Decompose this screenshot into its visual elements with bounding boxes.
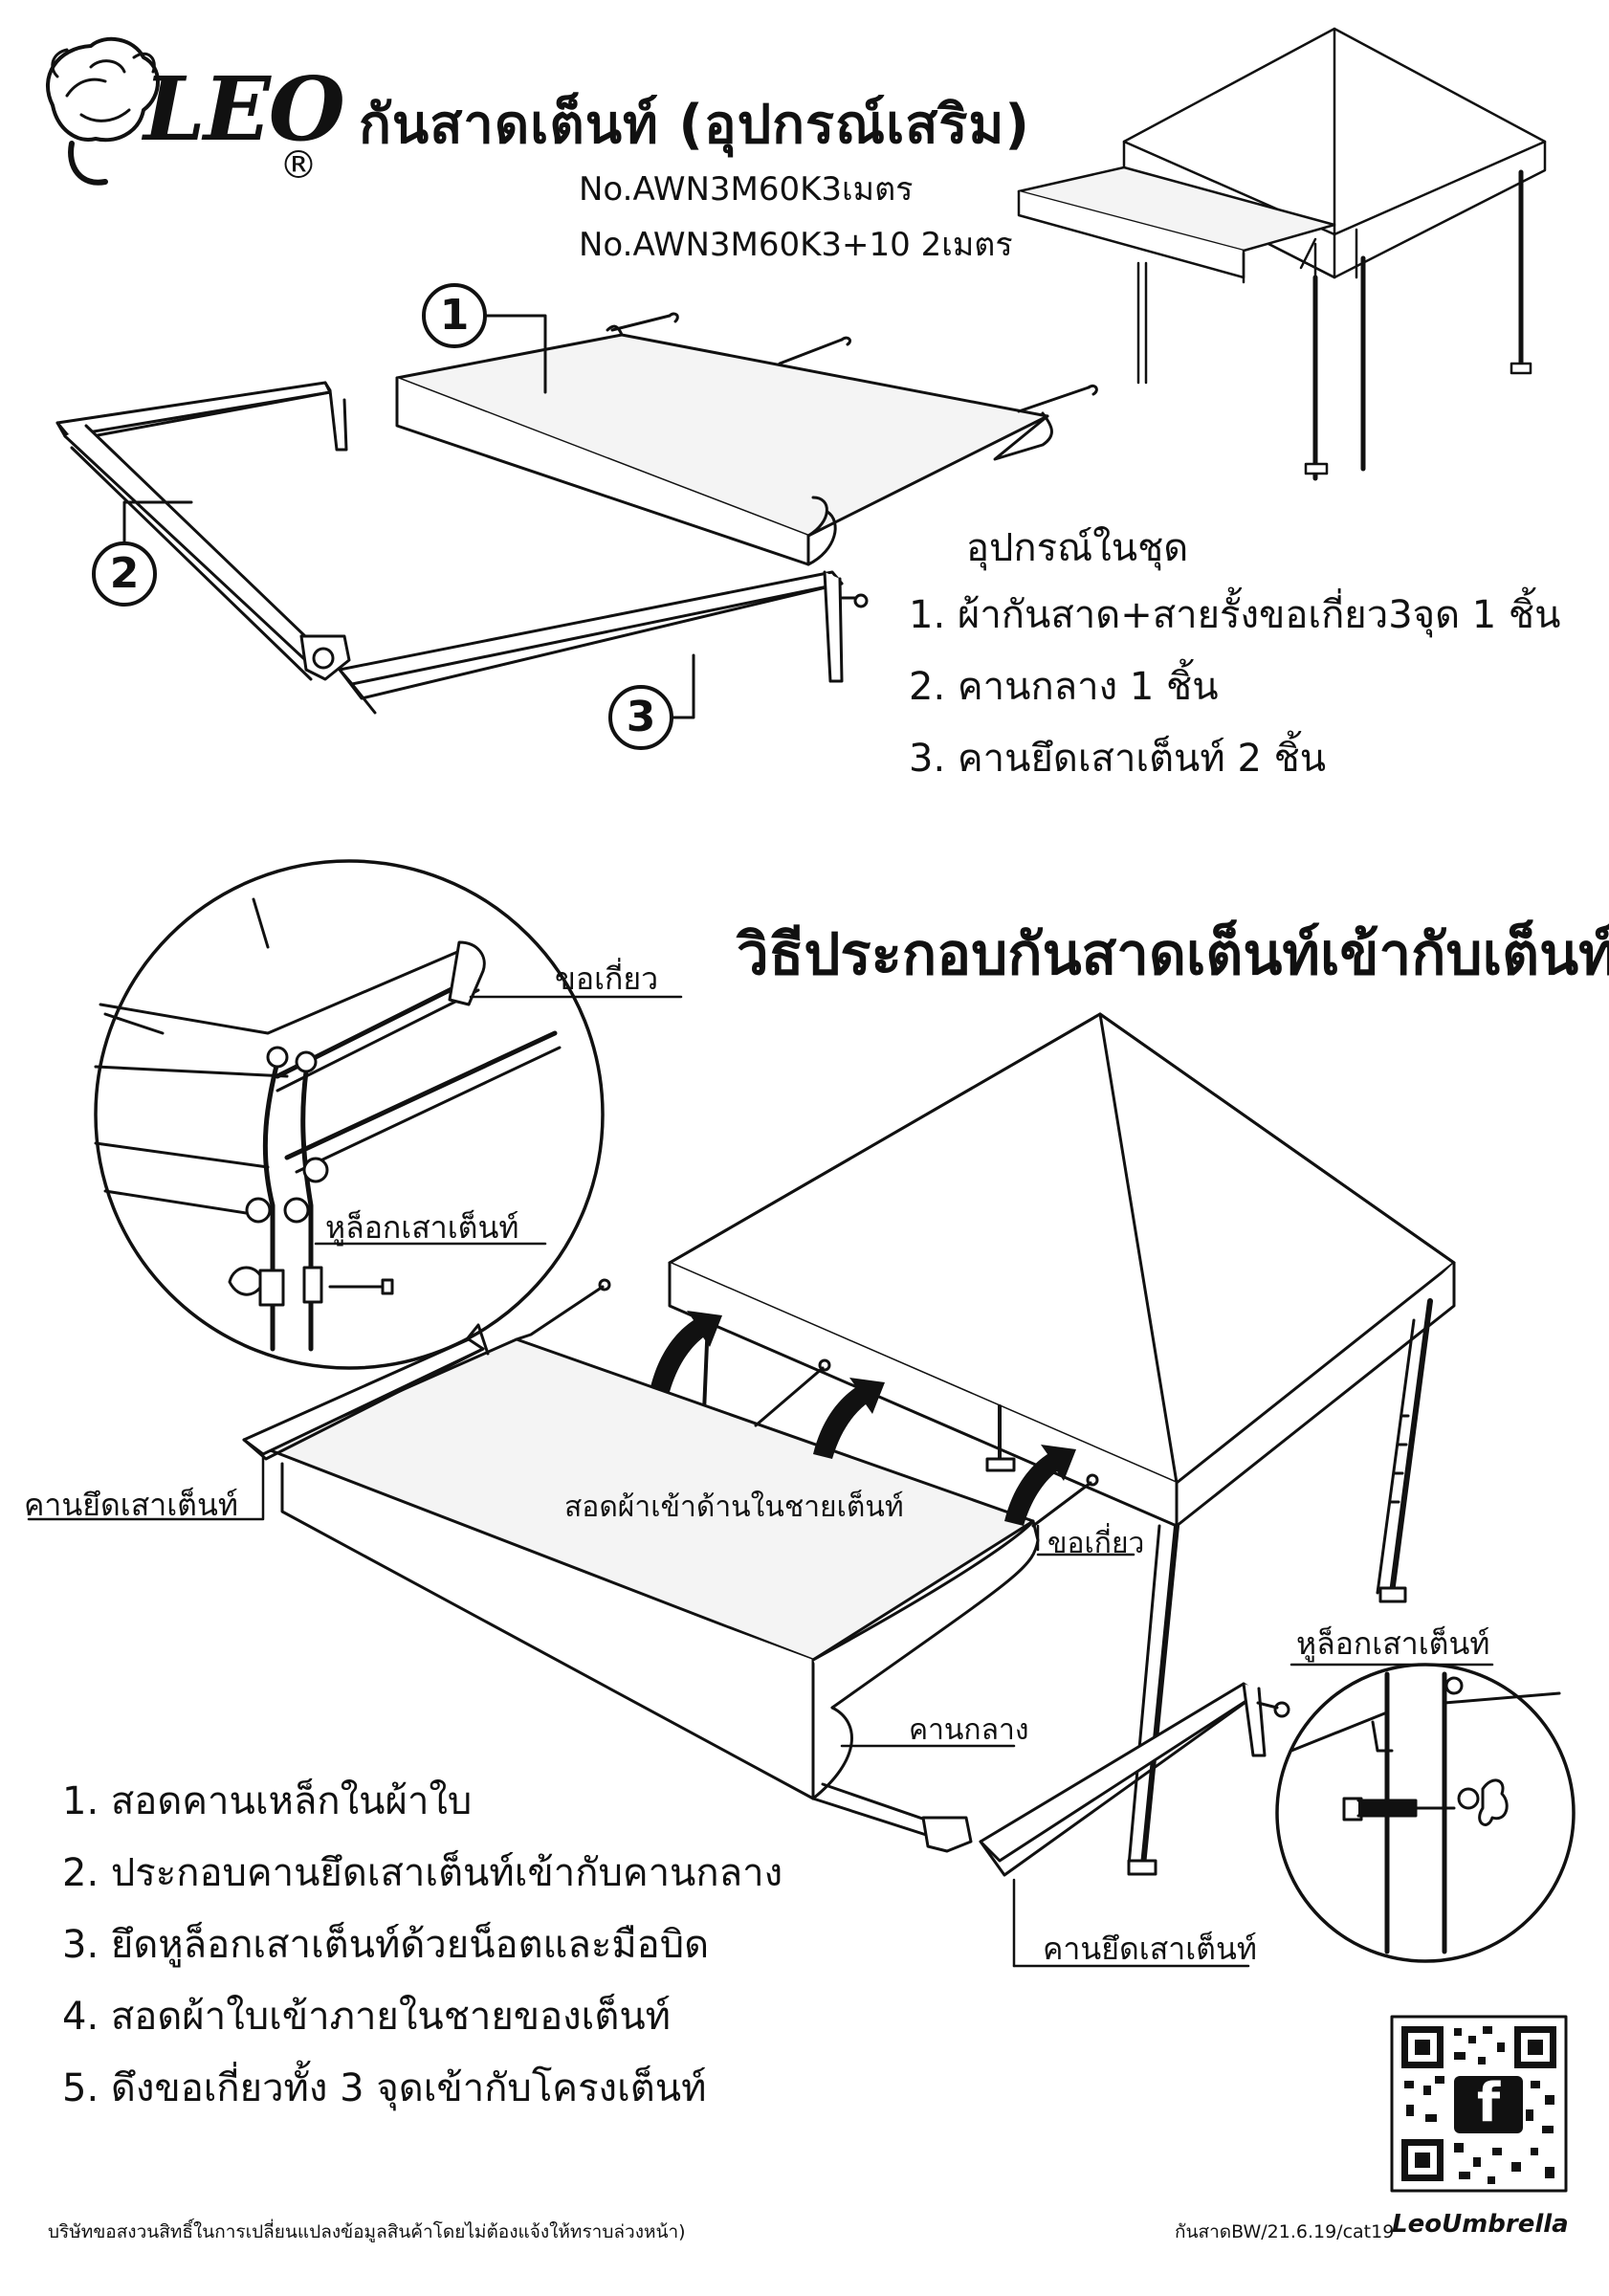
arrow-up-icon [650, 1311, 1076, 1526]
label-center-beam: คานกลาง [909, 1713, 1029, 1747]
label-lock-ear-right: หูล็อกเสาเต็นท์ [1296, 1625, 1490, 1662]
step-3: 3. ยึดหูล็อกเสาเต็นท์ด้วยน็อตและมือบิด [62, 1923, 710, 1967]
registered-mark: ® [279, 144, 318, 188]
step-2: 2. ประกอบคานยึดเสาเต็นท์เข้ากับคานกลาง [62, 1851, 783, 1895]
step-1: 1. สอดคานเหล็กในผ้าใบ [62, 1779, 473, 1823]
facebook-icon: f [1476, 2072, 1501, 2134]
assembly-heading: วิธีประกอบกันสาดเต็นท์เข้ากับเต็นท์ [737, 921, 1609, 988]
awning-fabric-part [395, 312, 1098, 566]
parts-item-1: 1. ผ้ากันสาด+สายรั้งขอเกี่ยว3จุด 1 ชิ้น [909, 593, 1561, 637]
callout-number-1: 1 [439, 291, 470, 340]
frame-joint-detail [94, 859, 605, 1370]
callout-number-3: 3 [626, 693, 656, 741]
parts-item-3: 3. คานยึดเสาเต็นท์ 2 ชิ้น [909, 737, 1327, 781]
tent-awning-preview [1017, 27, 1547, 481]
parts-item-2: 2. คานกลาง 1 ชิ้น [909, 665, 1219, 709]
lion-logo-icon [46, 36, 160, 186]
center-beam-part [55, 381, 351, 681]
label-insert-fabric: สอดผ้าเข้าด้านในชายเต็นท์ [564, 1490, 904, 1524]
model-number-1: No.AWN3M60K3เมตร [579, 170, 914, 209]
doc-code: กันสาดBW/21.6.19/cat19 [1175, 2221, 1395, 2242]
page-title: กันสาดเต็นท์ (อุปกรณ์เสริม) [359, 94, 1030, 156]
label-lock-ear-left: หูล็อกเสาเต็นท์ [325, 1209, 519, 1246]
step-4: 4. สอดผ้าใบเข้าภายในชายของเต็นท์ [62, 1995, 672, 2039]
label-hook-top: ขอเกี่ยว [555, 960, 659, 997]
lock-ear-detail [1275, 1663, 1576, 1963]
callout-number-2: 2 [109, 549, 140, 598]
pole-beam-part [338, 570, 869, 715]
label-pole-beam-right: คานยึดเสาเต็นท์ [1043, 1931, 1257, 1967]
qr-code-icon [1390, 2015, 1568, 2193]
brand-name: LEO [143, 57, 345, 161]
label-pole-beam-left: คานยึดเสาเต็นท์ [24, 1487, 238, 1523]
model-number-2: No.AWN3M60K3+10 2เมตร [579, 226, 1013, 264]
label-hook-mid: ขอเกี่ยว [1047, 1527, 1145, 1560]
brand-site: LeoUmbrella [1392, 2210, 1569, 2239]
parts-heading: อุปกรณ์ในชุด [966, 526, 1189, 570]
disclaimer: บริษัทขอสงวนสิทธิ์ในการเปลี่ยนแปลงข้อมูล… [48, 2221, 686, 2242]
step-5: 5. ดึงขอเกี่ยวทั้ง 3 จุดเข้ากับโครงเต็นท… [62, 2066, 707, 2110]
